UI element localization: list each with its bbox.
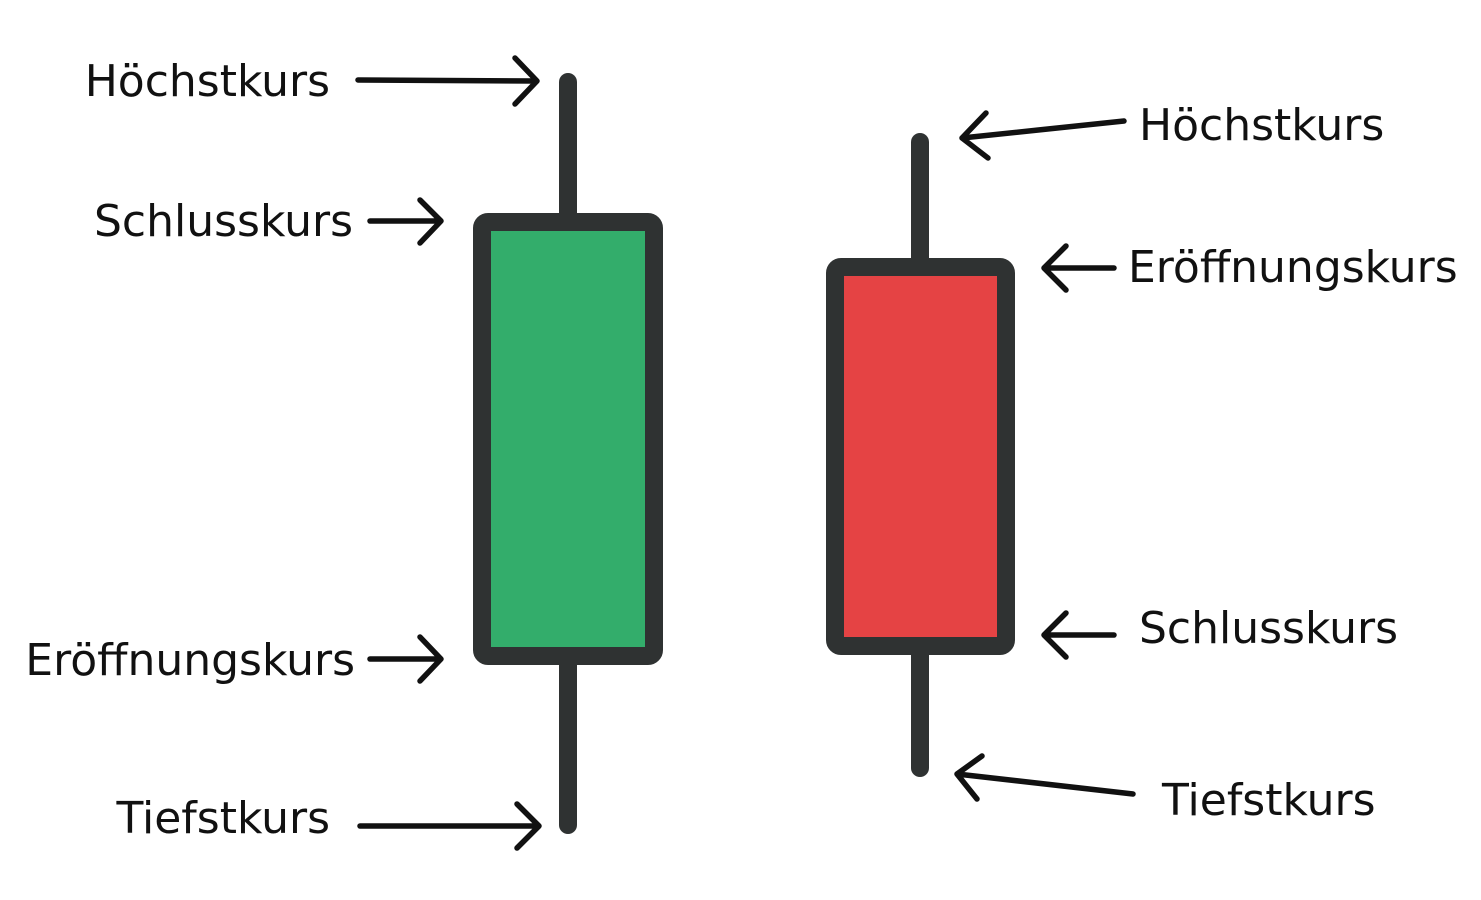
bearish-close-arrow-icon [1041,610,1117,660]
bullish-close-arrow-icon [367,197,444,246]
bullish-candle [473,73,663,834]
bearish-close-label: Schlusskurs [1139,603,1398,654]
bullish-close-label: Schlusskurs [94,196,353,247]
bullish-open-arrow-icon [367,634,444,684]
bearish-high-label: Höchstkurs [1139,100,1384,151]
bearish-low-arrow-icon [954,753,1136,802]
bullish-open-label: Eröffnungskurs [25,635,355,686]
bearish-high-arrow-icon [959,110,1127,161]
bullish-high-arrow-icon [355,55,540,107]
bullish-low-label: Tiefstkurs [115,793,330,844]
bullish-high-label: Höchstkurs [85,56,330,107]
bearish-open-label: Eröffnungskurs [1128,242,1458,293]
bearish-candle-body [826,258,1015,655]
bullish-candle-body [473,213,663,665]
bearish-candle [826,133,1015,777]
bullish-low-arrow-icon [357,801,542,851]
bearish-low-label: Tiefstkurs [1161,775,1376,826]
bearish-open-arrow-icon [1041,243,1117,293]
